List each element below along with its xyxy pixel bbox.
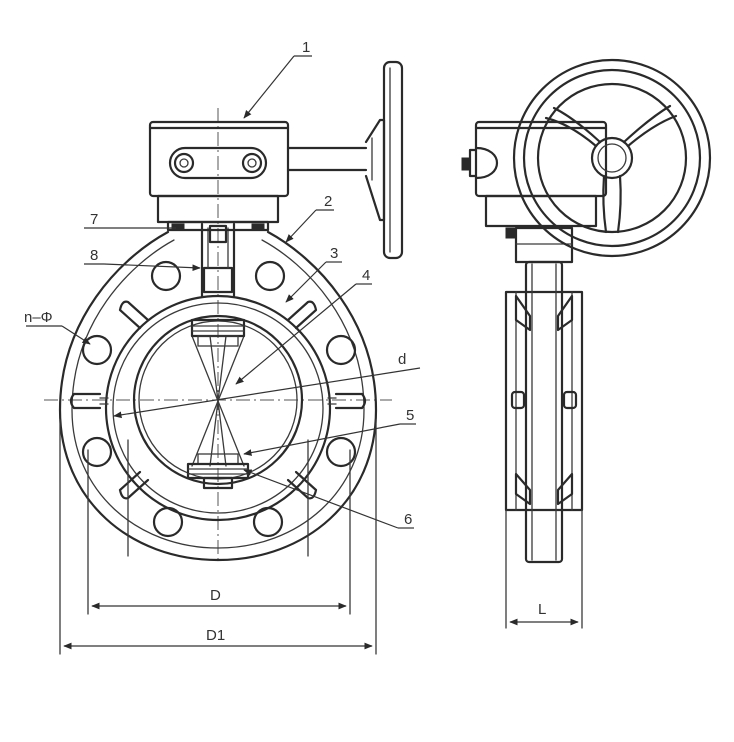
bolt-hole [325, 436, 357, 468]
bolt-hole [254, 260, 286, 292]
bolt-head [461, 157, 471, 171]
bolt-head [505, 227, 517, 239]
bolt-hole [81, 334, 113, 366]
stem-bushing-top [190, 318, 246, 347]
bolt-hole [325, 334, 357, 366]
bolt-head [171, 223, 185, 231]
label-L: L [538, 601, 546, 618]
bolt-holes [81, 260, 357, 538]
label-bore: d [398, 351, 406, 368]
bolt-hole [252, 506, 284, 538]
stem-neck [200, 222, 236, 298]
side-lugs [510, 294, 578, 506]
lug-slots [69, 300, 367, 500]
side-body [504, 260, 584, 564]
callout-4: 4 [362, 267, 370, 284]
label-D: D [210, 587, 221, 604]
side-neck [505, 226, 574, 264]
side-view [461, 58, 712, 564]
gearbox [148, 120, 290, 198]
callout-leaders [26, 55, 421, 529]
callout-8: 8 [90, 247, 98, 264]
bolt-hole [152, 506, 184, 538]
bolt-head [251, 223, 265, 231]
input-shaft [286, 118, 386, 222]
label-bolt-holes: n–Φ [24, 309, 53, 326]
disc [191, 335, 245, 467]
handwheel [512, 58, 712, 258]
side-gearbox [461, 120, 608, 228]
bolt-hole [150, 260, 182, 292]
front-view [44, 60, 404, 562]
dimension-lines [59, 419, 583, 655]
handwheel-hub [590, 136, 634, 180]
callout-1: 1 [302, 39, 310, 56]
callout-6: 6 [404, 511, 412, 528]
callout-7: 7 [90, 211, 98, 228]
indicator-slot [168, 146, 268, 180]
bolt-hole [81, 436, 113, 468]
callout-3: 3 [330, 245, 338, 262]
callout-5: 5 [406, 407, 414, 424]
handwheel-edge [382, 60, 404, 260]
callout-2: 2 [324, 193, 332, 210]
labels: 1 2 3 4 5 6 7 8 n–Φ d D D1 L [24, 39, 546, 644]
label-D1: D1 [206, 627, 225, 644]
